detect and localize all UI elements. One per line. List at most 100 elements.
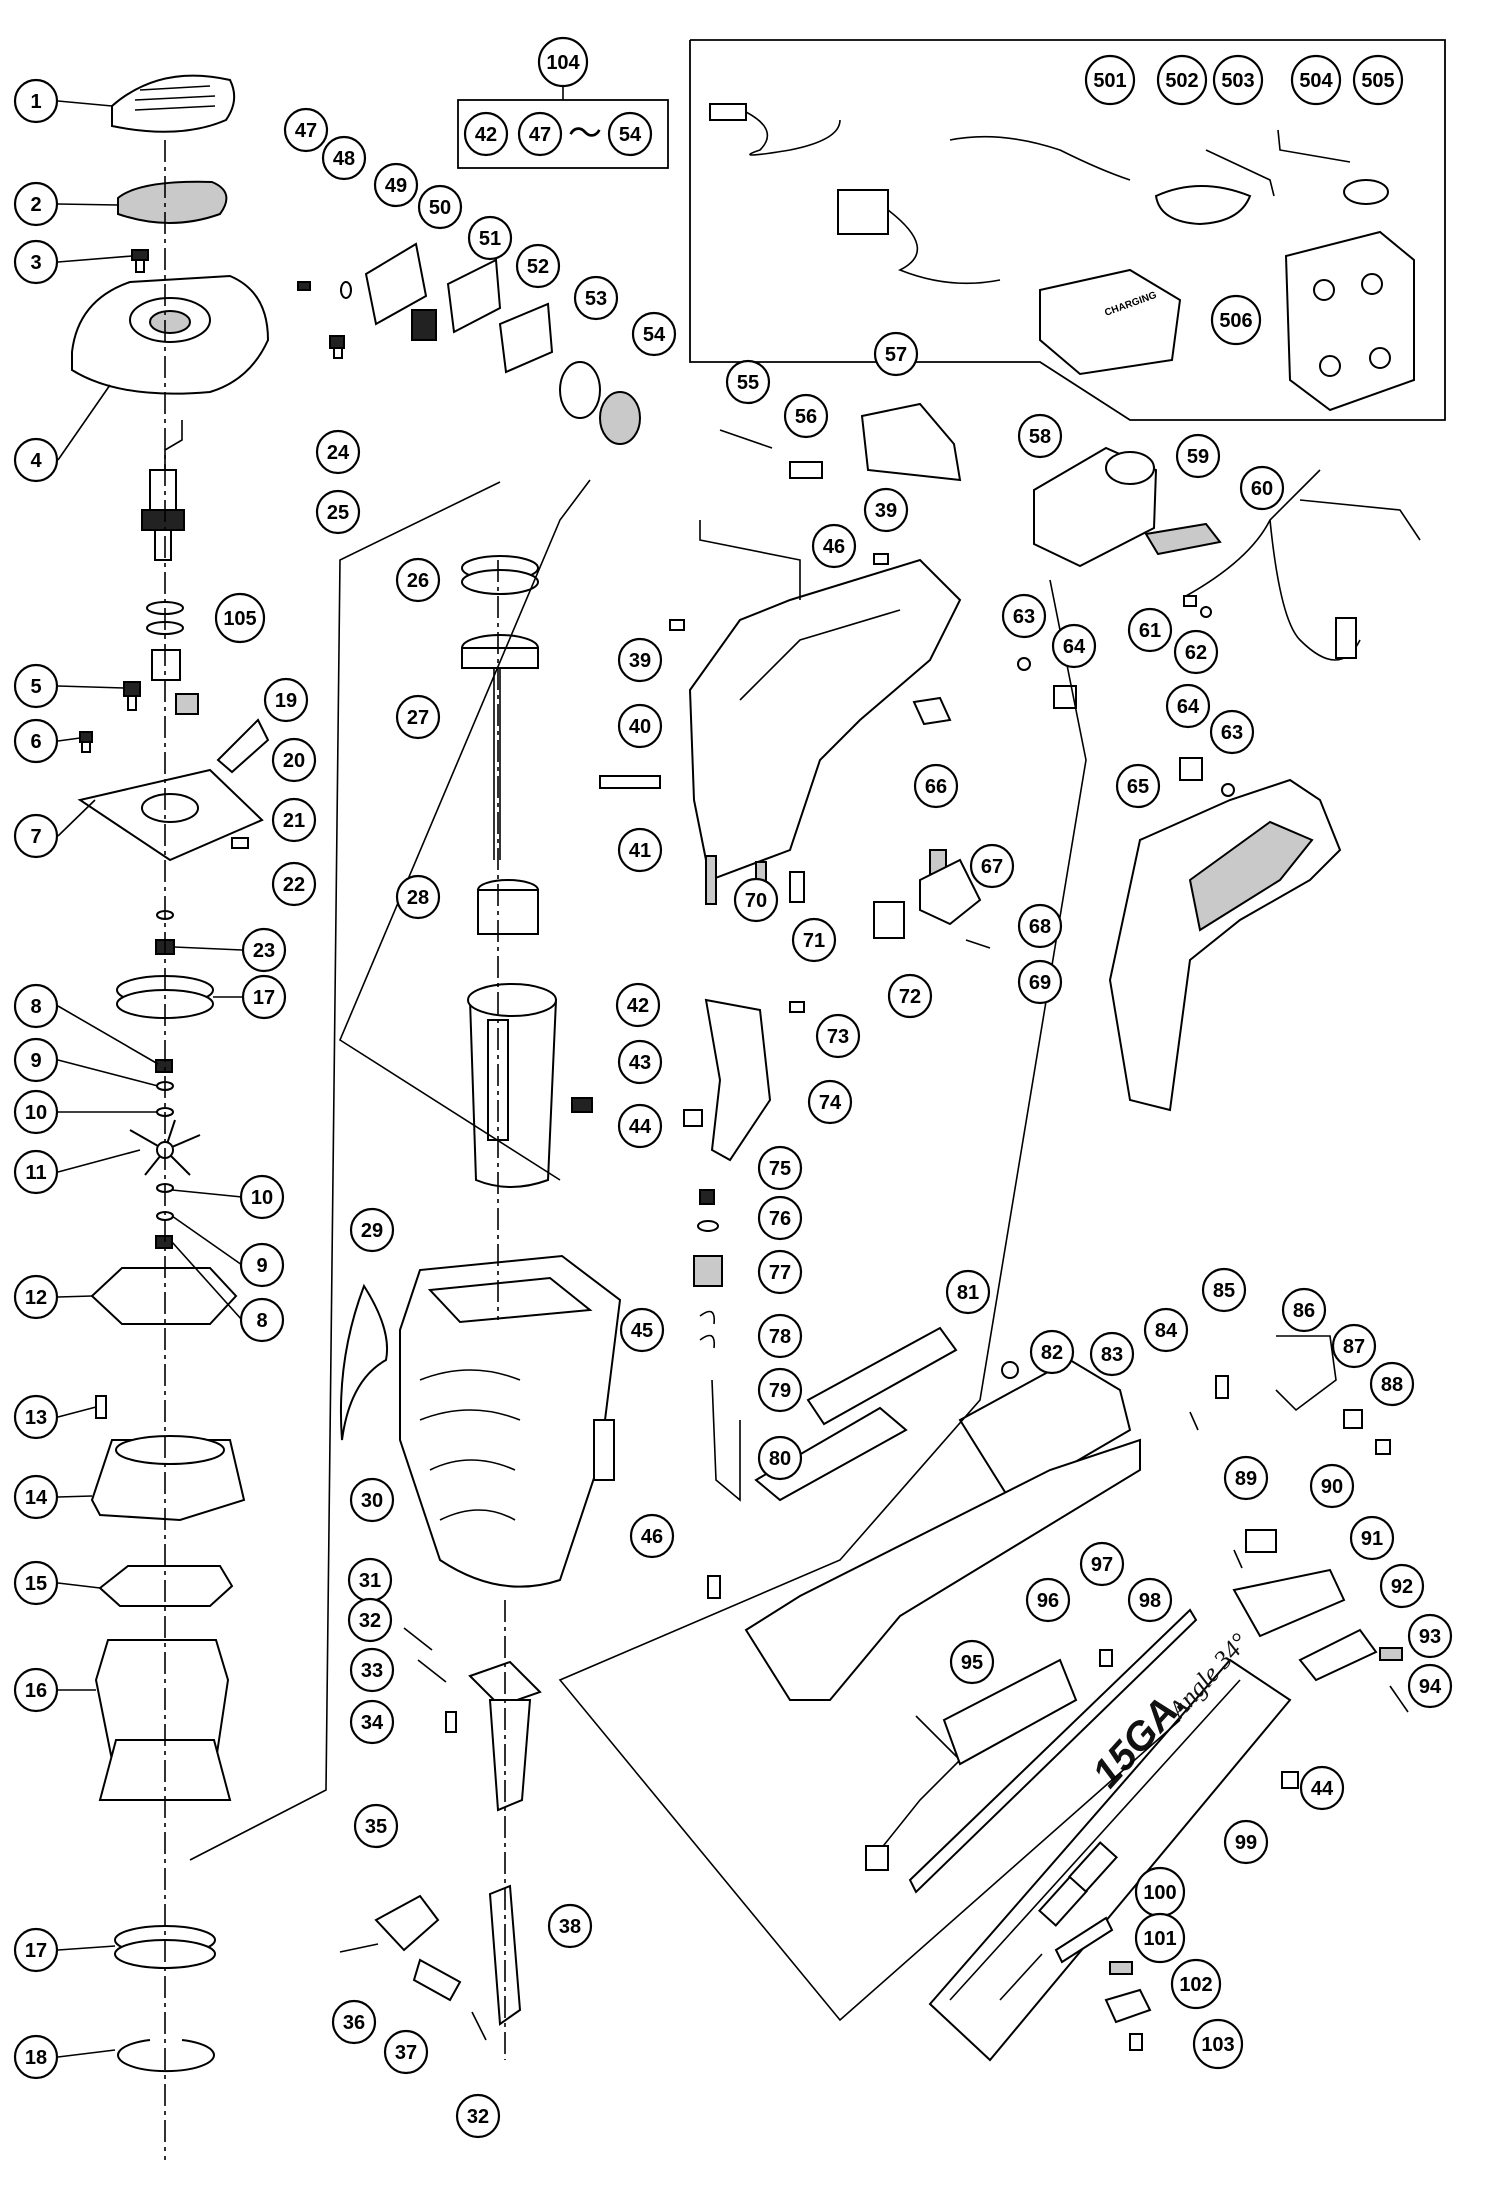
frame-40 <box>688 558 962 882</box>
callout-label: 60 <box>1251 478 1273 500</box>
fan-guard-14 <box>90 1435 246 1522</box>
callout-circle <box>1223 1455 1269 1501</box>
callout-c88: 88 <box>1369 1361 1415 1407</box>
battery-58 <box>1033 446 1158 568</box>
callout-c23: 23 <box>241 927 287 973</box>
callout-circle <box>783 393 829 439</box>
callout-c58: 58 <box>1017 413 1063 459</box>
callout-label: 26 <box>407 570 429 592</box>
callout-circle <box>271 737 317 783</box>
callout-label: 45 <box>631 1320 653 1342</box>
callout-c10a: 10 <box>13 1089 59 1135</box>
callout-circle <box>791 917 837 963</box>
callout-label: 82 <box>1041 1342 1063 1364</box>
callout-c42: 42 <box>615 982 661 1028</box>
callout-label: 68 <box>1029 916 1051 938</box>
callout-circle <box>13 1560 59 1606</box>
callout-label: 2 <box>30 194 41 216</box>
callout-label: 43 <box>629 1052 651 1074</box>
callout-circle <box>13 1474 59 1520</box>
pin-32a <box>417 1659 447 1683</box>
callout-c73: 73 <box>815 1013 861 1059</box>
callout-c65: 65 <box>1115 763 1161 809</box>
callout-c90: 90 <box>1309 1463 1355 1509</box>
callout-c30: 30 <box>349 1477 395 1523</box>
callout-circle <box>353 1803 399 1849</box>
handle-65 <box>1108 778 1342 1112</box>
piston-27 <box>461 634 539 860</box>
callout-c5: 5 <box>13 663 59 709</box>
callout-label: 44 <box>629 1116 652 1138</box>
pin-94 <box>1389 1685 1409 1713</box>
callout-label: 503 <box>1221 70 1254 92</box>
callout-circle <box>321 135 367 181</box>
callout-c85: 85 <box>1201 1267 1247 1313</box>
pin-89 <box>1233 1549 1243 1569</box>
cylinder-head-7 <box>77 768 264 862</box>
callout-c74: 74 <box>807 1079 853 1125</box>
callout-label: 48 <box>333 148 355 170</box>
callout-circle <box>1223 1819 1269 1865</box>
callout-circle <box>615 982 661 1028</box>
callout-c86: 86 <box>1281 1287 1327 1333</box>
screw-85 <box>1215 1375 1229 1399</box>
latch-66 <box>912 696 952 726</box>
callout-circle <box>1143 1307 1189 1353</box>
callout-c55: 55 <box>725 359 771 405</box>
callout-circle <box>1165 683 1211 729</box>
callout-circle <box>1156 54 1208 106</box>
callout-circle <box>13 1037 59 1083</box>
callout-c44a: 44 <box>617 1103 663 1149</box>
pin-32b <box>471 2011 487 2041</box>
callout-label: 104 <box>546 52 580 74</box>
bolt-41 <box>599 775 661 789</box>
callout-c7: 7 <box>13 813 59 859</box>
callout-label: 53 <box>585 288 607 310</box>
callout-c103: 103 <box>1192 2018 1244 2070</box>
callout-circle <box>1192 2018 1244 2070</box>
callout-circle <box>347 1597 393 1643</box>
callout-label: 13 <box>25 1407 47 1429</box>
callout-circle <box>13 239 59 285</box>
callout-label: 88 <box>1381 1374 1403 1396</box>
screw-97 <box>1099 1649 1113 1667</box>
goggles-502 <box>1154 185 1252 226</box>
callout-c71: 71 <box>791 917 837 963</box>
cube-64b <box>1179 757 1203 781</box>
callout-circle <box>13 1667 59 1713</box>
callout-c61: 61 <box>1127 607 1173 653</box>
screw-34 <box>445 1711 457 1733</box>
callout-c17b: 17 <box>13 1927 59 1973</box>
callout-circle <box>1175 433 1221 479</box>
callout-label: 22 <box>283 874 305 896</box>
adapter-505 <box>1343 179 1389 205</box>
callout-circle <box>607 111 653 157</box>
lever-37 <box>412 1958 462 2002</box>
callout-c12: 12 <box>13 1274 59 1320</box>
kit-tilde: 〜 <box>568 114 602 154</box>
callout-label: 32 <box>359 1610 381 1632</box>
callout-label: 16 <box>25 1680 47 1702</box>
clip-78 <box>699 1310 716 1349</box>
callout-c8a: 8 <box>13 983 59 1029</box>
callout-c10b: 10 <box>239 1174 285 1220</box>
filter-2 <box>117 180 228 224</box>
callout-label: 67 <box>981 856 1003 878</box>
callout-circle <box>13 1274 59 1320</box>
callout-circle <box>13 1089 59 1135</box>
callout-c502: 502 <box>1156 54 1208 106</box>
leader-lines <box>57 100 1043 2058</box>
callout-label: 15 <box>25 1573 47 1595</box>
nut-82 <box>1001 1361 1019 1379</box>
callout-label: 103 <box>1201 2034 1234 2056</box>
pin-55 <box>719 429 773 449</box>
callout-label: 71 <box>803 930 825 952</box>
callout-circle <box>913 763 959 809</box>
housing-16 <box>94 1639 232 1801</box>
callout-c95: 95 <box>949 1639 995 1685</box>
callout-c39b: 39 <box>617 637 663 683</box>
nut-44b <box>1281 1771 1299 1789</box>
callout-label: 35 <box>365 1816 387 1838</box>
spacer-56 <box>789 461 823 479</box>
callout-label: 81 <box>957 1282 979 1304</box>
